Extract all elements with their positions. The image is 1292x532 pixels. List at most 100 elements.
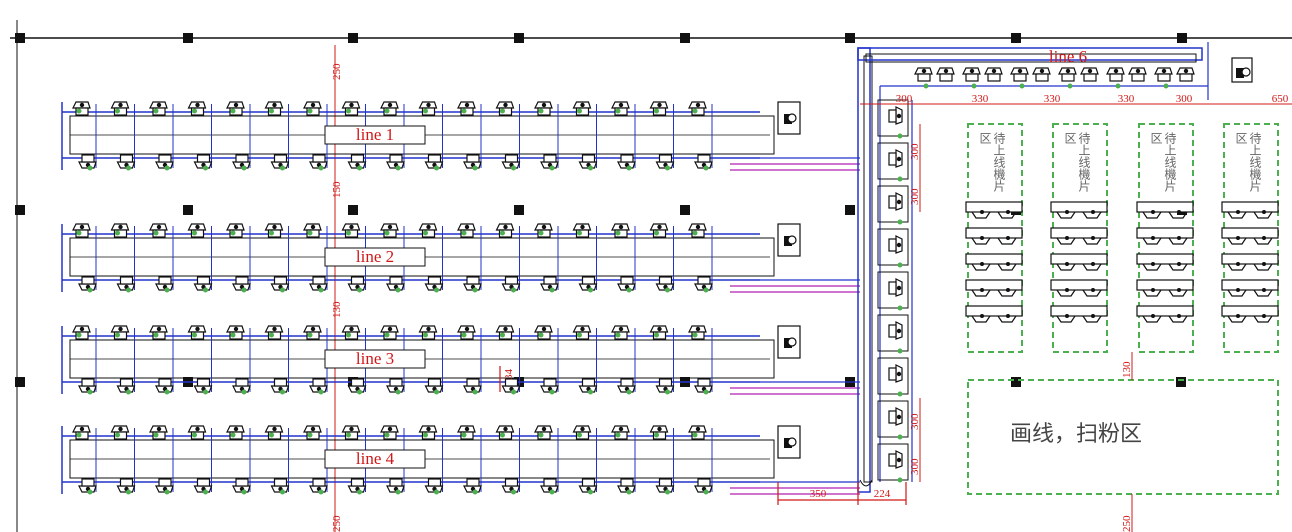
line-label-box (324, 349, 426, 369)
green-marker (76, 108, 82, 114)
workstation (495, 425, 515, 440)
green-marker (626, 489, 632, 495)
green-marker (87, 389, 93, 395)
workstation (888, 450, 903, 469)
green-marker (357, 389, 362, 395)
green-marker (461, 332, 467, 338)
workstation (110, 101, 130, 116)
workstation (270, 478, 290, 493)
dimension-label: 130 (1121, 361, 1133, 378)
green-marker (318, 165, 324, 171)
pillar (15, 377, 25, 387)
green-marker (87, 489, 93, 495)
workstation (463, 154, 482, 169)
workstation (347, 378, 367, 393)
green-marker (472, 489, 478, 495)
green-marker (665, 489, 670, 495)
green-marker (897, 348, 903, 354)
green-marker (461, 108, 467, 114)
green-marker (423, 332, 428, 338)
line-label: line 2 (356, 247, 394, 266)
dimension-label: 300 (896, 93, 913, 105)
workstation (270, 276, 290, 291)
green-marker (538, 230, 544, 236)
pillar (514, 33, 524, 43)
line-label: line 1 (356, 125, 394, 144)
workstation (341, 223, 361, 238)
workstation (1032, 67, 1051, 82)
green-marker (472, 287, 478, 293)
green-marker (511, 489, 516, 495)
table (1050, 305, 1108, 323)
green-marker (692, 432, 698, 438)
workstation (110, 325, 130, 340)
green-marker (346, 432, 351, 438)
green-marker (423, 108, 428, 114)
workstation (534, 101, 553, 116)
green-marker (384, 108, 390, 114)
green-marker (115, 230, 120, 236)
workstation (226, 101, 245, 116)
workstation (232, 378, 251, 393)
dimension-label: 330 (1044, 93, 1061, 105)
green-marker (897, 219, 903, 225)
table (965, 201, 1023, 219)
green-marker (346, 108, 351, 114)
table (1221, 201, 1279, 219)
pillar (845, 33, 855, 43)
green-marker (588, 287, 593, 293)
workstation (540, 478, 559, 493)
green-marker (511, 389, 516, 395)
green-marker (897, 133, 903, 139)
green-marker (76, 432, 82, 438)
workstation (116, 276, 136, 291)
workstation (418, 223, 438, 238)
workstation (1176, 67, 1195, 82)
pillar (1176, 377, 1186, 387)
green-marker (357, 287, 362, 293)
green-marker (76, 332, 82, 338)
workstation (193, 276, 213, 291)
green-marker (511, 165, 516, 171)
workstation (149, 223, 168, 238)
dimension-label: 300 (909, 143, 921, 160)
pillar (348, 33, 358, 43)
line-6-assembly: line 6 (857, 42, 1253, 493)
pillar (845, 205, 855, 215)
line-label: line 3 (356, 349, 394, 368)
green-marker (269, 108, 274, 114)
workstation (501, 478, 521, 493)
workstation (694, 378, 713, 393)
staging-zone-label: 待上线機片区 (1149, 132, 1177, 192)
workstation (424, 276, 444, 291)
workstation (649, 101, 669, 116)
staging-zone-label: 待上线機片区 (1234, 132, 1262, 192)
green-marker (203, 165, 208, 171)
green-marker (280, 489, 285, 495)
green-marker (538, 108, 544, 114)
workstation (578, 378, 598, 393)
green-marker (192, 332, 197, 338)
green-marker (307, 332, 313, 338)
green-marker (626, 165, 632, 171)
green-marker (395, 165, 401, 171)
workstation (1010, 67, 1029, 82)
workstation (232, 276, 251, 291)
green-marker (461, 432, 467, 438)
table (1136, 253, 1194, 271)
pillar (514, 205, 524, 215)
green-marker (164, 489, 170, 495)
workstation (110, 425, 130, 440)
workstation (611, 223, 630, 238)
workstation (457, 425, 476, 440)
workstation (270, 154, 290, 169)
marking-zone (967, 379, 1279, 495)
green-marker (577, 332, 582, 338)
workstation (888, 235, 903, 254)
workstation (72, 223, 91, 238)
green-marker (357, 489, 362, 495)
green-marker (153, 108, 159, 114)
green-marker (1163, 83, 1169, 89)
table (1221, 253, 1279, 271)
workstation (309, 378, 328, 393)
